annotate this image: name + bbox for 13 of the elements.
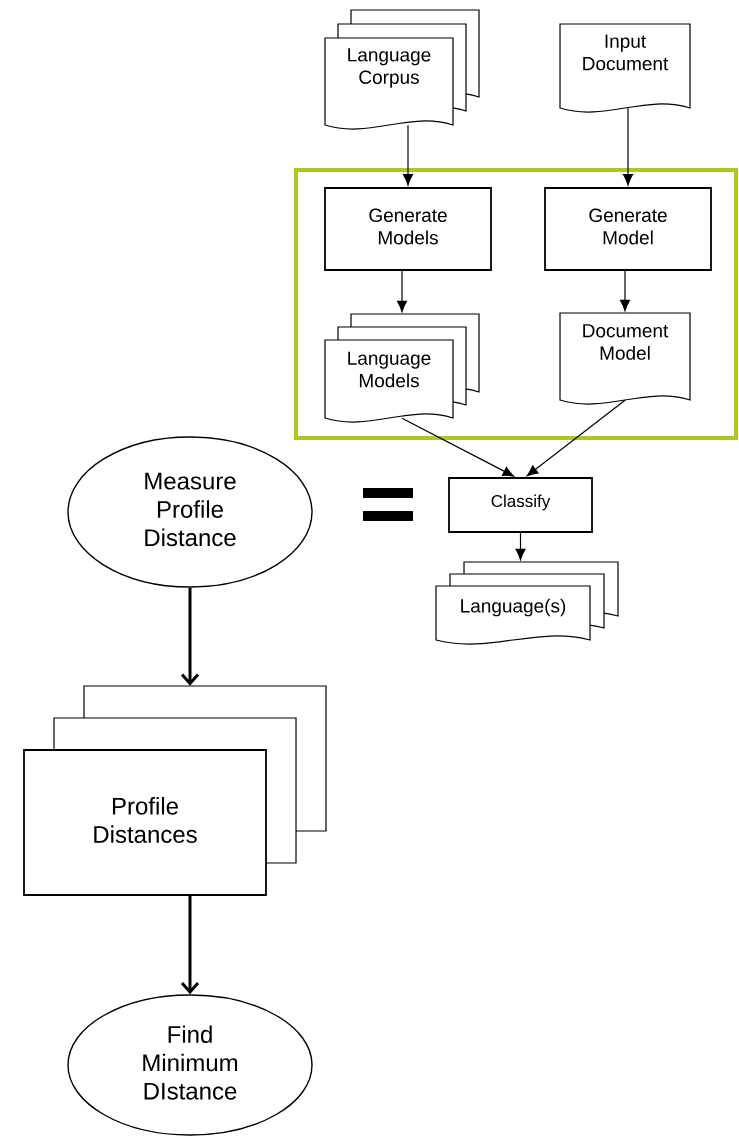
group-frame: [294, 168, 738, 440]
process-box: Generate Model: [544, 187, 712, 271]
process-box: Generate Models: [324, 187, 492, 271]
arrow: [180, 587, 200, 686]
arrow: [403, 124, 413, 186]
arrow: [623, 107, 633, 186]
arrow: [515, 532, 526, 561]
arrow: [397, 270, 407, 313]
arrow: [401, 417, 515, 477]
arrow: [180, 895, 200, 995]
process-box: Classify: [448, 477, 593, 533]
arrow: [526, 399, 626, 477]
arrow: [620, 270, 630, 312]
